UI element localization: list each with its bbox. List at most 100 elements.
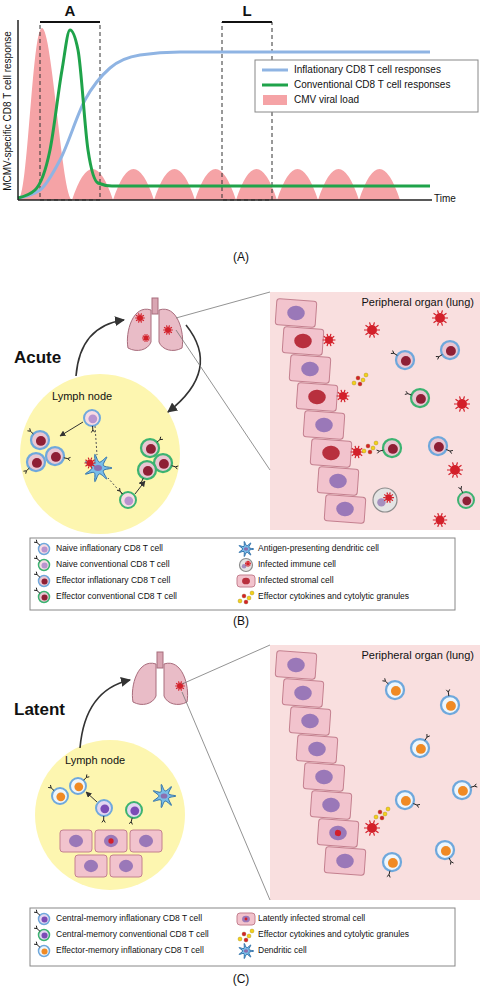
t-cell	[382, 678, 404, 699]
granule	[352, 381, 356, 385]
t-cell-receptor	[23, 468, 29, 474]
cell-body	[396, 351, 414, 369]
legend-label: Conventional CD8 T cell responses	[294, 79, 474, 91]
stromal-cell-nucleus	[315, 769, 334, 785]
t-cell	[453, 781, 477, 799]
stromal-cell-nucleus	[287, 657, 306, 673]
stromal-cell-body	[303, 411, 345, 440]
node-label: Peripheral organ (lung)	[361, 649, 474, 662]
cell-body	[39, 576, 50, 587]
t-cell-receptor	[84, 774, 90, 780]
granule	[362, 449, 366, 453]
stromal-cell-nucleus	[315, 417, 334, 433]
cytokine-granules	[374, 807, 390, 820]
virus-spikes	[323, 334, 336, 346]
virus-core	[436, 516, 445, 525]
t-cell	[23, 453, 45, 474]
cell-nucleus	[42, 949, 48, 955]
latent-genome	[245, 918, 248, 921]
cell-body	[386, 681, 404, 699]
t-cell-receptor	[425, 734, 430, 740]
stromal-cell-nucleus	[119, 860, 133, 872]
dendritic-cell-body	[153, 784, 176, 807]
stromal-cell-body	[296, 735, 338, 764]
granule	[356, 376, 360, 380]
t-cell-receptor	[34, 572, 40, 578]
organ-panel: Peripheral organ (lung)	[270, 292, 480, 530]
stromal-cell	[324, 847, 366, 876]
cell-body	[39, 946, 50, 957]
t-cell	[34, 910, 49, 925]
t-cell-receptor	[34, 910, 40, 916]
t-cell	[391, 351, 414, 369]
cell-nucleus	[159, 459, 169, 469]
stromal-cell	[289, 355, 331, 384]
stromal-cell-nucleus	[242, 916, 250, 923]
legend-label: Infected stromal cell	[258, 575, 453, 585]
virus-core	[353, 448, 361, 456]
stromal-cell-body	[60, 830, 92, 852]
synapse-contact	[108, 478, 122, 494]
legend-label: Latently infected stromal cell	[258, 913, 453, 923]
stromal-cell	[296, 735, 338, 764]
cell-body	[126, 802, 142, 818]
legend-label: Effector-memory inflationary CD8 T cell	[56, 945, 236, 955]
virus-core	[177, 683, 183, 689]
stromal-cell-body	[317, 819, 359, 848]
t-cell	[84, 410, 100, 433]
t-cell-receptor	[449, 858, 453, 865]
cell-body	[240, 559, 253, 572]
stromal-cell-nucleus	[294, 333, 313, 349]
t-cell	[405, 389, 429, 407]
dendritic-cell-nucleus	[161, 793, 168, 798]
legend-label: Effector cytokines and cytolytic granule…	[258, 929, 453, 939]
virus-particle	[323, 334, 336, 346]
cell-nucleus	[42, 579, 48, 585]
virus-particle	[364, 820, 380, 835]
stromal-cell-body	[237, 913, 255, 925]
dendritic-cell-nucleus	[244, 949, 248, 952]
virus-particle	[337, 390, 350, 402]
virus-spikes	[245, 561, 251, 567]
virus-spikes	[142, 334, 150, 342]
cell-body	[27, 453, 45, 471]
phase-label: A	[55, 2, 85, 20]
virus-core	[385, 494, 392, 501]
cell-nucleus	[56, 792, 65, 801]
cell-nucleus	[42, 595, 48, 601]
cell-nucleus	[434, 442, 444, 452]
stromal-cell-nucleus	[329, 473, 348, 489]
t-cell-receptor	[172, 466, 179, 470]
stromal-cell-nucleus	[301, 361, 320, 377]
virus-particle	[163, 325, 173, 334]
dendritic-cell-body	[239, 943, 254, 958]
virus-particle	[175, 681, 185, 690]
legend-label: Effector conventional CD8 T cell	[56, 591, 236, 601]
t-cell	[34, 556, 49, 571]
t-cell-receptor	[34, 942, 40, 948]
t-cell	[126, 802, 142, 824]
t-cell	[48, 785, 68, 804]
x-axis	[18, 199, 432, 201]
virus-spikes	[447, 462, 463, 477]
granule	[250, 929, 254, 933]
virus-spikes	[84, 458, 95, 469]
granule	[361, 378, 365, 382]
stromal-cell	[289, 707, 331, 736]
legend-label: Inflationary CD8 T cell responses	[294, 64, 474, 76]
virus-particle	[135, 313, 145, 322]
legend-label: Effector cytokines and cytolytic granule…	[258, 591, 453, 601]
t-cell-receptor	[139, 478, 143, 485]
cell-body	[39, 930, 50, 941]
t-cell-receptor	[471, 784, 478, 788]
t-cell-receptor	[117, 488, 123, 494]
cell-nucleus	[100, 804, 109, 813]
t-cell	[34, 926, 49, 941]
virus-particle	[383, 492, 394, 502]
stromal-cell-nucleus	[336, 853, 355, 869]
cell-nucleus	[32, 458, 42, 468]
t-cell-receptor	[446, 689, 449, 696]
cell-nucleus	[441, 846, 451, 856]
cell-nucleus	[416, 394, 426, 404]
cell-body	[52, 788, 68, 804]
